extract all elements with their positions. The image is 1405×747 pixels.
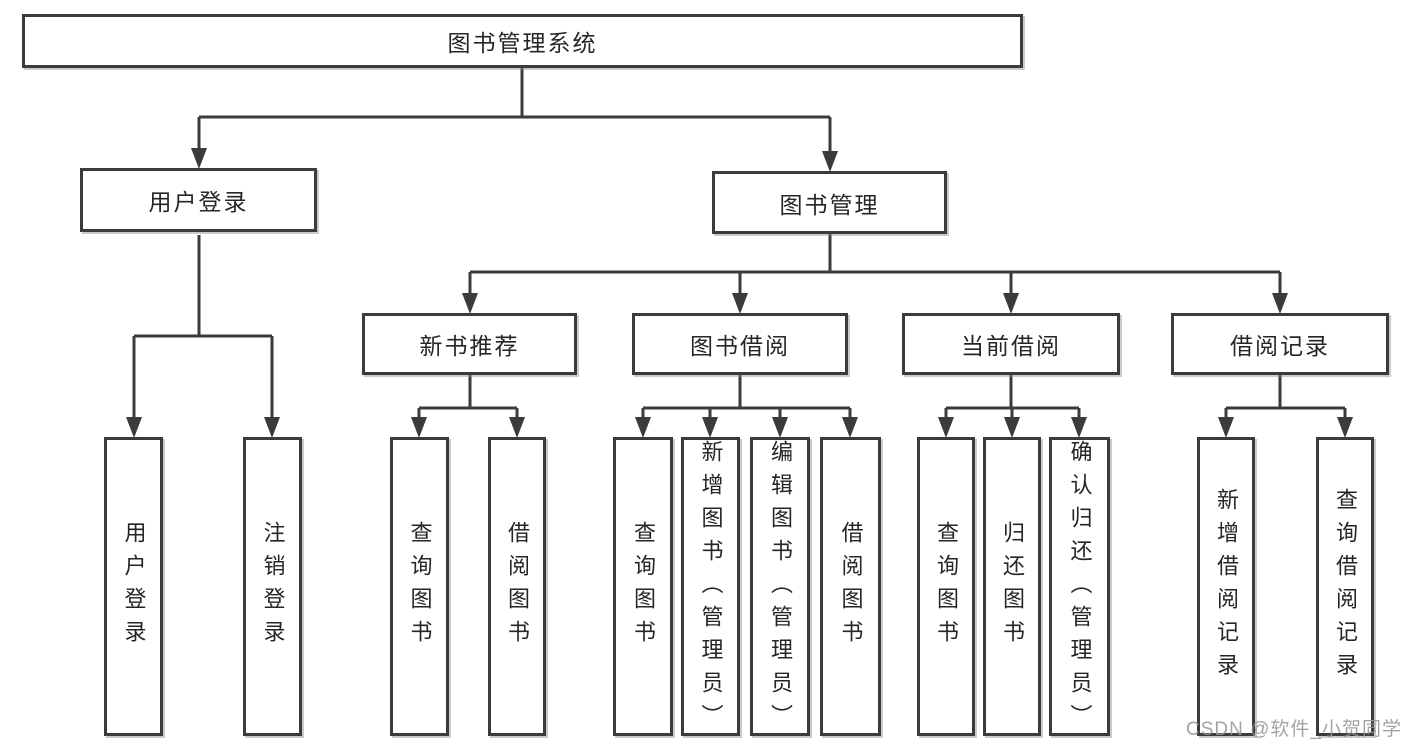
node-book-borrowing-label: 图书借阅 [690, 333, 790, 359]
node-book-management-label: 图书管理 [779, 191, 880, 218]
node-user-login: 用户登录 [80, 168, 317, 232]
node-book-borrowing: 图书借阅 [632, 313, 848, 375]
leaf-query-books-current-label: 查询图书 [934, 520, 959, 653]
leaf-add-borrow-record-label: 新增借阅记录 [1214, 487, 1239, 686]
leaf-query-books-current: 查询图书 [917, 437, 975, 736]
connectors-current-borrowing [938, 375, 1087, 438]
leaf-edit-books-admin-label: 编辑图书（管理员） [768, 440, 793, 737]
node-new-book-recommend: 新书推荐 [362, 313, 577, 375]
node-new-book-recommend-label: 新书推荐 [419, 333, 520, 359]
leaf-edit-books-admin: 编辑图书（管理员） [750, 437, 810, 737]
node-root-label: 图书管理系统 [447, 30, 598, 56]
leaf-add-borrow-record: 新增借阅记录 [1197, 437, 1255, 736]
leaf-borrow-books-recommend-label: 借阅图书 [505, 520, 530, 653]
connectors-new-book-recommend [411, 375, 525, 438]
leaf-query-borrow-record: 查询借阅记录 [1316, 437, 1374, 736]
leaf-query-borrow-record-label: 查询借阅记录 [1333, 487, 1358, 686]
node-current-borrowing: 当前借阅 [902, 313, 1120, 375]
leaf-user-login-label: 用户登录 [121, 520, 147, 653]
node-current-borrowing-label: 当前借阅 [961, 333, 1061, 359]
connectors-user-login [126, 235, 280, 438]
node-book-management: 图书管理 [712, 171, 947, 234]
leaf-query-books-recommend-label: 查询图书 [407, 520, 433, 653]
leaf-query-books-borrowing-label: 查询图书 [631, 520, 656, 653]
node-borrowing-records: 借阅记录 [1171, 313, 1389, 375]
connectors-borrowing-records [1218, 375, 1353, 438]
leaf-borrow-books-recommend: 借阅图书 [488, 437, 546, 736]
leaf-add-books-admin: 新增图书（管理员） [681, 437, 740, 737]
leaf-logout: 注销登录 [243, 437, 302, 736]
leaf-add-books-admin-label: 新增图书（管理员） [698, 440, 724, 737]
leaf-borrow-books-borrowing-label: 借阅图书 [838, 520, 864, 653]
node-borrowing-records-label: 借阅记录 [1230, 333, 1330, 359]
connectors-book-management [462, 234, 1288, 314]
leaf-confirm-return-admin: 确认归还（管理员） [1049, 437, 1110, 737]
leaf-confirm-return-admin-label: 确认归还（管理员） [1067, 440, 1093, 737]
leaf-user-login: 用户登录 [104, 437, 163, 736]
csdn-watermark: CSDN @软件_小贺同学 [1186, 719, 1402, 740]
leaf-logout-label: 注销登录 [260, 520, 286, 653]
leaf-borrow-books-borrowing: 借阅图书 [820, 437, 881, 736]
node-root: 图书管理系统 [22, 14, 1023, 68]
connectors-root [191, 68, 838, 172]
leaf-query-books-borrowing: 查询图书 [613, 437, 673, 736]
leaf-return-books-label: 归还图书 [1000, 520, 1025, 653]
leaf-query-books-recommend: 查询图书 [390, 437, 449, 736]
connectors-book-borrowing [635, 375, 858, 438]
node-user-login-label: 用户登录 [148, 189, 249, 215]
leaf-return-books: 归还图书 [983, 437, 1041, 736]
